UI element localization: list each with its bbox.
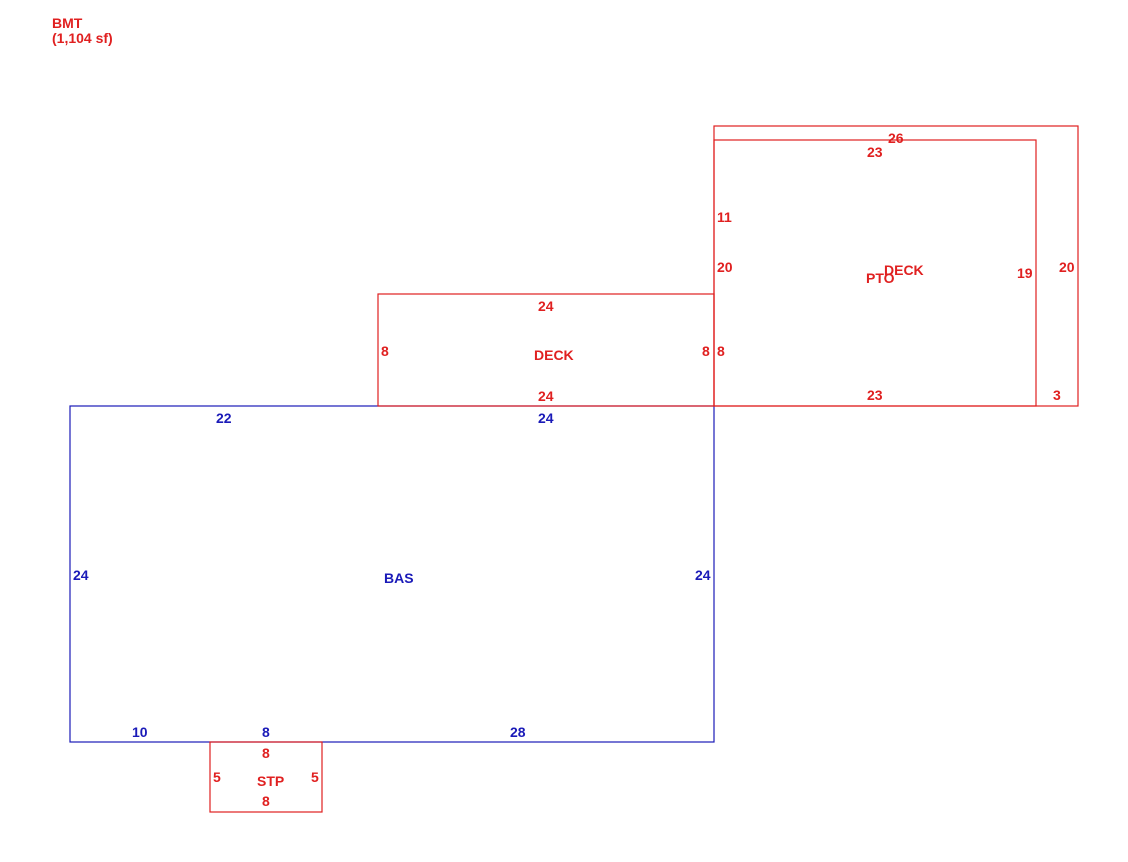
pto-top-dim: 26 — [888, 130, 904, 146]
deck2-left-dim-a: 11 — [717, 209, 732, 225]
pto-bottom-dim: 3 — [1053, 387, 1061, 403]
bas-top-dim: 22 — [216, 410, 232, 426]
deck1-right-dim: 8 — [702, 343, 710, 359]
deck1-left-dim: 8 — [381, 343, 389, 359]
deck2-top-dim: 23 — [867, 144, 883, 160]
deck1-label: DECK — [534, 347, 574, 363]
deck1-top-dim: 24 — [538, 298, 554, 314]
stp-label: STP — [257, 773, 284, 789]
floor-area: (1,104 sf) — [52, 30, 113, 46]
bas-bottom-dim-3: 28 — [510, 724, 526, 740]
bas-label: BAS — [384, 570, 414, 586]
pto-right-dim: 20 — [1059, 259, 1075, 275]
bas-left-dim: 24 — [73, 567, 89, 583]
deck2-right-dim: 19 — [1017, 265, 1033, 281]
stp-right-dim: 5 — [311, 769, 319, 785]
deck2-left-dim-b: 20 — [717, 259, 733, 275]
stp-outline — [209, 741, 323, 813]
bas-bottom-dim-2: 8 — [262, 724, 270, 740]
bas-bottom-dim-1: 10 — [132, 724, 148, 740]
deck2-left-dim-c: 8 — [717, 343, 725, 359]
floor-label: BMT — [52, 15, 83, 31]
bas-right-dim: 24 — [695, 567, 711, 583]
pto-label: PTO — [866, 270, 895, 286]
deck2-outline — [713, 139, 1037, 407]
bas-top-dim-2: 24 — [538, 410, 554, 426]
sketch-header: BMT (1,104 sf) — [52, 16, 113, 46]
stp-left-dim: 5 — [213, 769, 221, 785]
deck2-bottom-dim: 23 — [867, 387, 883, 403]
deck1-bottom-dim: 24 — [538, 388, 554, 404]
deck2-label: DECK — [884, 262, 924, 278]
stp-bottom-dim: 8 — [262, 793, 270, 809]
stp-top-dim: 8 — [262, 745, 270, 761]
